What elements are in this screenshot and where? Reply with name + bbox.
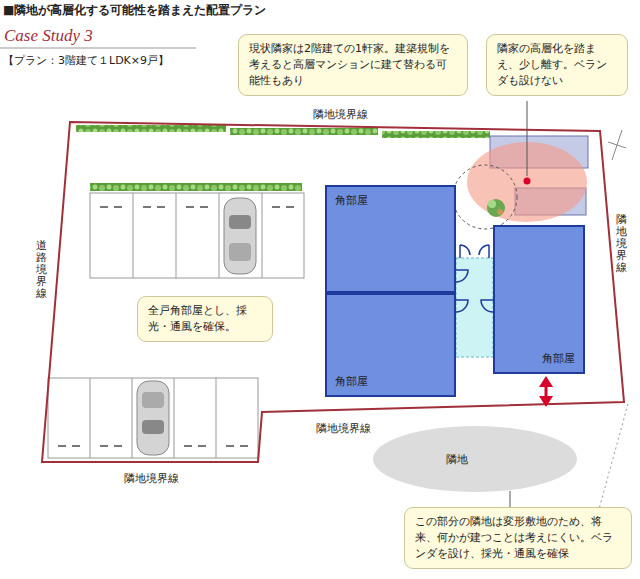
boundary-label: 隣地境界線 xyxy=(316,421,371,436)
hedge xyxy=(382,131,490,138)
gap-arrow xyxy=(539,376,553,407)
hedge xyxy=(230,128,378,135)
tree-zone xyxy=(453,165,517,229)
room-box: 角部屋 xyxy=(493,225,585,374)
car xyxy=(137,381,169,455)
plan-label: 【プラン：3階建て１LDK×9戸】 xyxy=(3,53,169,68)
boundary-label: 隣地境界線 xyxy=(313,107,368,122)
callout-text: 隣家の高層化を踏まえ、少し離す。ベランダも設けない xyxy=(497,41,617,89)
callout-box: 現状隣家は2階建ての1軒家。建築規制を考えると高層マンションに建て替わる可能性も… xyxy=(238,34,468,96)
callout-text: 全戸角部屋とし、採光・通風を確保。 xyxy=(148,303,262,335)
parking-upper xyxy=(90,193,304,278)
wheel-stops xyxy=(100,206,294,208)
callout-box: 隣家の高層化を踏まえ、少し離す。ベランダも設けない xyxy=(486,34,628,96)
room-label: 角部屋 xyxy=(335,374,368,389)
lot-ellipse xyxy=(373,426,577,492)
room-box: 角部屋 xyxy=(325,293,456,397)
title: ■隣地が高層化する可能性を踏まえた配置プラン xyxy=(3,2,266,19)
callout-box: この部分の隣地は変形敷地のため、将来、何かが建つことは考えにくい。ベランダを設け… xyxy=(404,507,632,569)
title-rule xyxy=(0,48,196,49)
neighbor-lot: 隣地 xyxy=(372,425,578,493)
case-title: Case Study 3 xyxy=(4,26,93,46)
boundary-label: 隣地境界線 xyxy=(124,471,179,486)
leader-line xyxy=(510,491,511,507)
boundary-label: 隣地境界線 xyxy=(616,214,627,274)
ellipse-shape xyxy=(372,425,578,493)
callout-text: この部分の隣地は変形敷地のため、将来、何かが建つことは考えにくい。ベランダを設け… xyxy=(415,514,621,562)
corridor xyxy=(456,258,493,357)
hedge xyxy=(90,183,302,191)
leader-line xyxy=(527,101,528,176)
site-boundary xyxy=(42,122,624,462)
tree xyxy=(487,199,505,217)
room-label: 角部屋 xyxy=(542,351,575,366)
hedge xyxy=(76,125,226,132)
leader-dot xyxy=(524,178,531,185)
callout-text: 現状隣家は2階建ての1軒家。建築規制を考えると高層マンションに建て替わる可能性も… xyxy=(249,41,457,89)
lot-label: 隣地 xyxy=(446,452,468,467)
north-mark xyxy=(608,130,626,160)
callout-box: 全戸角部屋とし、採光・通風を確保。 xyxy=(137,296,273,342)
room-label: 角部屋 xyxy=(335,193,368,208)
room-box: 角部屋 xyxy=(325,185,456,293)
dotted-line xyxy=(596,404,628,520)
doors xyxy=(456,245,493,312)
car xyxy=(224,198,256,274)
boundary-label: 道路境界線 xyxy=(36,240,47,300)
parking-lower xyxy=(48,378,258,458)
